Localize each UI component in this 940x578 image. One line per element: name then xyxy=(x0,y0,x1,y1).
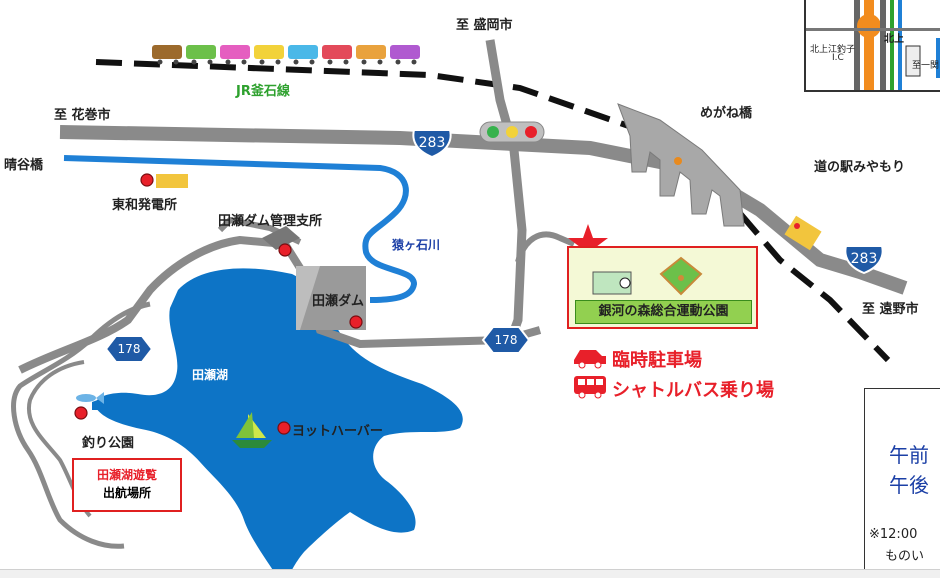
route-shield-283-top: 283 xyxy=(410,128,454,158)
inset-sign: 北上 xyxy=(884,34,904,45)
megane-dot xyxy=(674,157,682,165)
legend-temporary-parking: 臨時駐車場 xyxy=(612,350,702,371)
railway-line xyxy=(95,59,891,363)
route-shield-178-left: 178 xyxy=(104,334,154,364)
inset-interchange-label: 北上江釣子 xyxy=(810,45,856,55)
route-number: 178 xyxy=(117,342,141,356)
destination-east: 至 遠野市 xyxy=(862,302,919,317)
dam-office-building xyxy=(262,226,300,250)
label-lake: 田瀬湖 xyxy=(192,368,229,382)
legend-shuttle-stop: シャトルバス乗り場 xyxy=(612,380,774,401)
bottom-scroll-strip xyxy=(0,569,940,578)
park-icons xyxy=(592,256,703,296)
park-star-icon xyxy=(568,224,608,261)
train-icons xyxy=(152,45,420,65)
info-morning: 午前 xyxy=(889,443,929,467)
label-fishing-park: 釣り公園 xyxy=(82,436,135,451)
info-box: 午前 午後 ※12:00 ものい xyxy=(864,388,940,578)
label-dam: 田瀬ダム xyxy=(312,294,365,309)
label-harayabashi: 晴谷橋 xyxy=(4,158,44,173)
inset-map: 北上 北上江釣子 I.C 至一関 xyxy=(804,0,940,92)
road-west-loop xyxy=(11,301,151,549)
yacht-icon xyxy=(232,412,272,448)
road-north xyxy=(485,39,527,344)
inset-interchange-ic: I.C xyxy=(832,53,844,63)
bus-icon xyxy=(574,376,606,399)
info-note-1: ※12:00 xyxy=(869,527,918,542)
road-park-link xyxy=(515,231,576,263)
cruise-dock-title: 田瀬湖遊覧 xyxy=(96,468,157,482)
car-icon xyxy=(574,350,606,369)
inset-graphics xyxy=(806,0,940,90)
label-megane-bridge: めがね橋 xyxy=(700,106,753,121)
railway-label: JR釜石線 xyxy=(236,84,290,99)
label-river: 猿ヶ石川 xyxy=(392,238,441,252)
label-yacht-harbor: ヨットハーバー xyxy=(292,424,383,439)
route-178-road xyxy=(18,235,542,374)
cruise-dock-box: 田瀬湖遊覧 出航場所 xyxy=(72,458,182,512)
traffic-signal-icon xyxy=(479,121,545,143)
red-markers xyxy=(74,173,363,435)
route-number: 283 xyxy=(850,251,878,267)
route-shield-283-right: 283 xyxy=(842,244,886,274)
roadside-station-icon xyxy=(784,215,822,251)
park-box: 銀河の森総合運動公園 xyxy=(567,246,758,329)
label-towa-power: 東和発電所 xyxy=(112,198,178,213)
info-afternoon: 午後 xyxy=(889,473,929,497)
river-sarugaishi xyxy=(63,155,418,303)
route-number: 283 xyxy=(418,135,446,151)
lake-tase xyxy=(95,268,463,578)
route-number: 178 xyxy=(494,333,518,347)
fish-icon xyxy=(76,392,104,404)
park-name: 銀河の森総合運動公園 xyxy=(575,300,752,324)
label-roadside-station: 道の駅みやもり xyxy=(814,160,906,175)
megane-bridge xyxy=(617,103,745,227)
destination-west: 至 花巻市 xyxy=(54,108,111,123)
info-note-2: ものい xyxy=(885,549,925,564)
cruise-dock-subtitle: 出航場所 xyxy=(102,486,151,500)
inset-destination: 至一関 xyxy=(912,61,940,71)
route-shield-178-center: 178 xyxy=(481,325,531,355)
power-station-icon xyxy=(156,174,188,188)
label-dam-office: 田瀬ダム管理支所 xyxy=(218,214,323,229)
destination-north: 至 盛岡市 xyxy=(456,18,513,33)
